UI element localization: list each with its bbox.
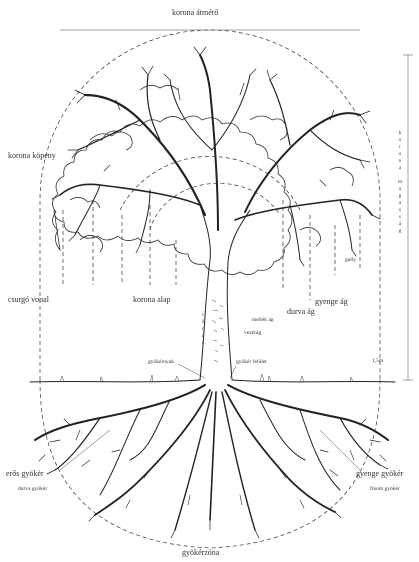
bark-texture xyxy=(212,300,224,362)
coarse-branch-label: durva ág xyxy=(287,308,315,316)
crown-diameter-label: korona átmérő xyxy=(172,9,218,17)
fine-root-label: finom gyökér xyxy=(370,487,400,493)
coarse-root-label: durva gyökér xyxy=(18,487,47,493)
ground-line xyxy=(30,380,395,382)
weak-root-label: gyenge gyökér xyxy=(356,470,403,478)
root-zone-label: gyökérzóna xyxy=(182,549,219,557)
crown-mantle-label: korona köpeny xyxy=(8,152,56,160)
side-branch-label: mellék ág xyxy=(252,318,274,324)
strong-root-label: erős gyökér xyxy=(6,470,44,478)
drip-lines xyxy=(63,200,360,300)
weak-branch-label: gyenge ág xyxy=(315,298,348,306)
leader-branch-label: vezérág xyxy=(244,331,261,337)
trunk xyxy=(200,205,250,380)
root-collar-label: gyökérnyak xyxy=(148,360,174,366)
crown-base-label: korona alap xyxy=(133,296,171,304)
root-surface-label: gyökér felület xyxy=(236,360,267,366)
roots xyxy=(35,385,388,538)
twig-label: gally xyxy=(345,258,356,264)
grass xyxy=(60,374,353,382)
drip-line-label: csurgó vonal xyxy=(8,296,49,304)
branches xyxy=(52,47,380,266)
crown-foliage-outline xyxy=(52,116,292,275)
height-1-5m-label: 1,5m xyxy=(372,359,383,365)
